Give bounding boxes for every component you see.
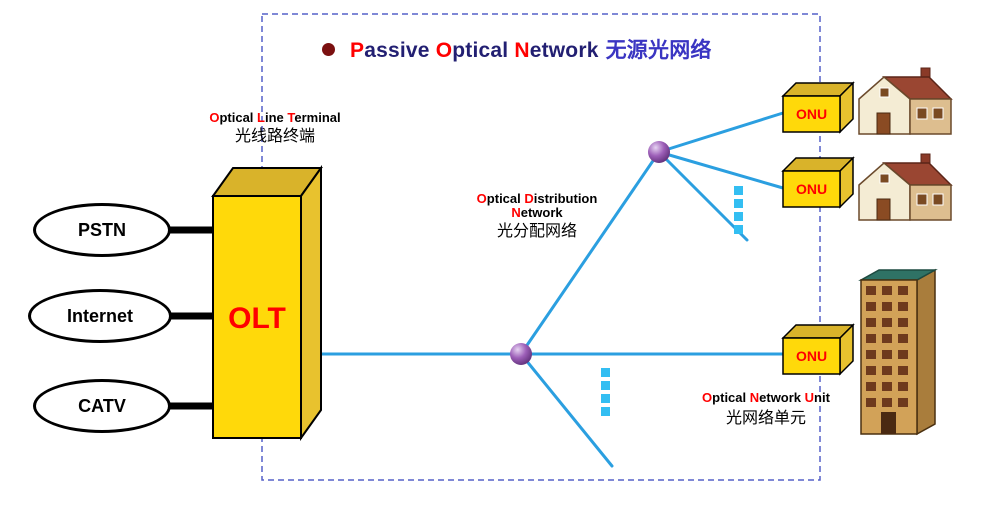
odn-label-line2: Network: [511, 205, 563, 220]
building-icon: [858, 268, 938, 436]
node-internet-label: Internet: [66, 305, 133, 326]
ellipsis-dots-lower: [601, 368, 610, 416]
odn-label-line1: Optical Distribution: [476, 191, 598, 206]
olt-label-en: Optical Line Terminal: [209, 110, 341, 125]
access-links: [166, 226, 215, 410]
olt-label-zh: 光线路终端: [234, 128, 315, 145]
node-pstn: PSTN: [33, 203, 171, 257]
olt-box-label: OLT: [228, 302, 286, 335]
ellipsis-dots-upper: [734, 186, 743, 234]
onu1-box-label: ONU: [795, 106, 828, 122]
splitter1-splitter2-fiber: [519, 150, 661, 356]
onu-box-1: [781, 81, 855, 134]
node-catv: CATV: [33, 379, 171, 433]
onu-box-3: [781, 323, 855, 376]
splitter2-onu1-fiber: [657, 111, 785, 154]
onu3-box-label: ONU: [795, 348, 828, 364]
splitter-sphere-1: [510, 343, 532, 365]
house-icon-2: [858, 153, 952, 221]
onu-box-2: [781, 156, 855, 209]
odn-label-zh: 光分配网络: [496, 223, 577, 240]
splitter1-branch-fiber: [519, 352, 614, 468]
splitter2-branch-fiber: [657, 150, 749, 242]
splitter-sphere-2: [648, 141, 670, 163]
bullet-icon: [322, 42, 335, 56]
onu-label-zh: 光网络单元: [725, 410, 806, 427]
onu-label-en: Optical Network Unit: [702, 390, 830, 405]
node-catv-label: CATV: [78, 395, 126, 416]
node-internet: Internet: [28, 289, 172, 343]
olt-box: [211, 164, 323, 442]
fiber-lines: [318, 111, 785, 468]
onu2-box-label: ONU: [795, 181, 828, 197]
node-pstn-label: PSTN: [77, 219, 126, 240]
house-icon-1: [858, 67, 952, 135]
splitter2-onu2-fiber: [657, 150, 785, 190]
